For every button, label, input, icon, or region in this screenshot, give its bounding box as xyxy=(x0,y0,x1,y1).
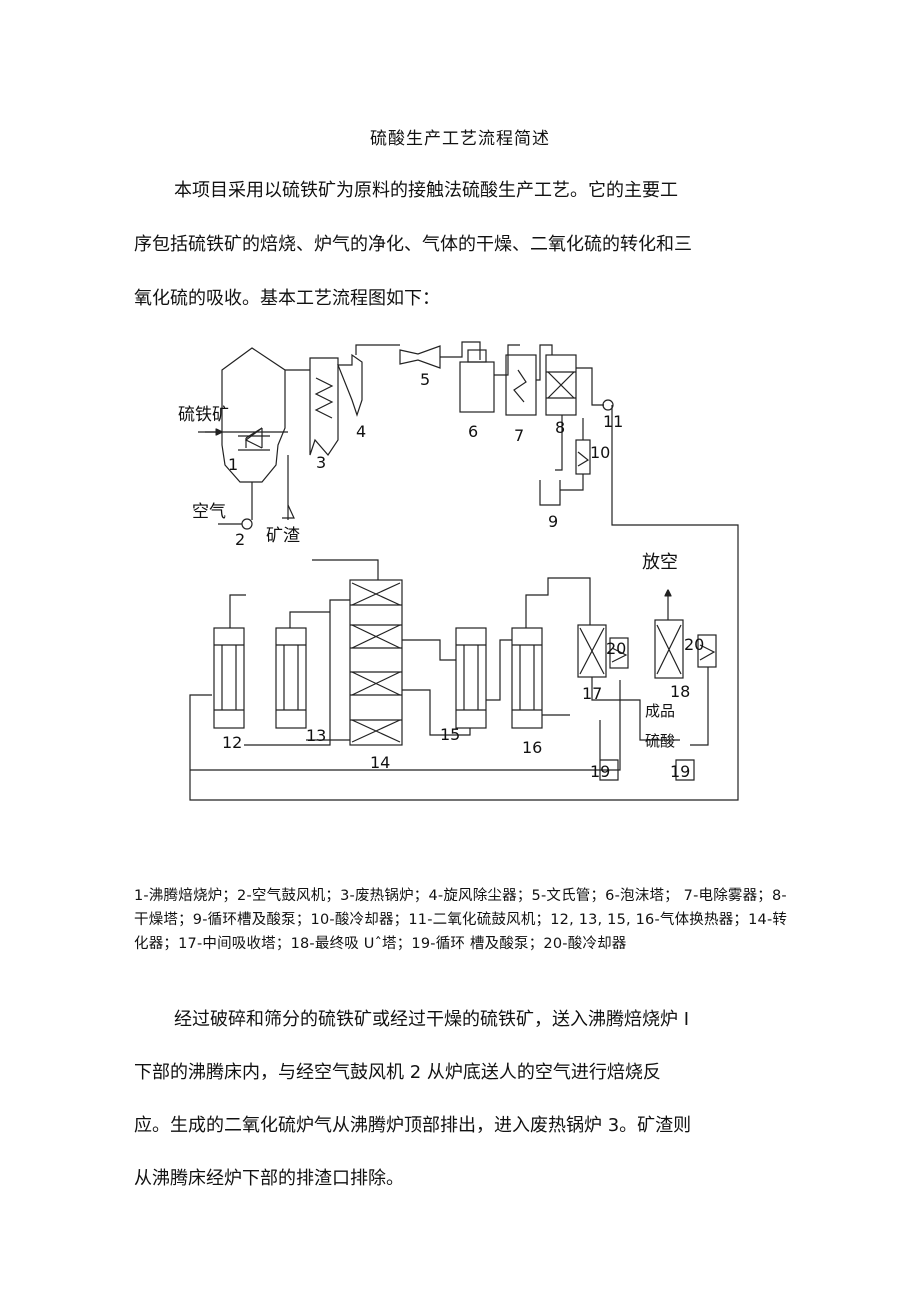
label-8: 8 xyxy=(555,418,565,437)
roaster-furnace xyxy=(198,347,295,530)
label-5: 5 xyxy=(420,370,430,389)
waste-heat-boiler xyxy=(285,357,339,456)
label-9: 9 xyxy=(548,512,558,531)
connecting-piping xyxy=(190,559,621,771)
label-10: 10 xyxy=(590,443,610,462)
venturi xyxy=(399,341,481,369)
process-paragraph: 经过破碎和筛分的硫铁矿或经过干燥的硫铁矿，送入沸腾焙烧炉 I 下部的沸腾床内，与… xyxy=(134,993,694,1205)
label-17: 17 xyxy=(582,684,602,703)
label-16: 16 xyxy=(522,738,542,757)
label-pyrite: 硫铁矿 xyxy=(178,405,229,425)
label-11: 11 xyxy=(603,412,623,431)
page-title: 硫酸生产工艺流程简述 xyxy=(370,129,550,149)
gas-return-line xyxy=(189,405,739,801)
label-3: 3 xyxy=(316,453,326,472)
label-14: 14 xyxy=(370,753,390,772)
process-flow-diagram: 1 2 3 4 5 6 7 8 9 10 11 12 13 14 15 16 1… xyxy=(178,341,739,801)
label-20a: 20 xyxy=(606,639,626,658)
circulation-tank xyxy=(539,480,561,506)
acid-cooler xyxy=(560,418,591,491)
label-product-1: 成品 xyxy=(645,702,675,720)
process-text: 经过破碎和筛分的硫铁矿或经过干燥的硫铁矿，送入沸腾焙烧炉 I 下部的沸腾床内，与… xyxy=(134,1009,692,1189)
intro-paragraph: 本项目采用以硫铁矿为原料的接触法硫酸生产工艺。它的主要工序包括硫铁矿的焙烧、炉气… xyxy=(134,164,694,326)
cyclone xyxy=(337,344,400,417)
label-7: 7 xyxy=(514,426,524,445)
label-2: 2 xyxy=(235,530,245,549)
intro-text: 本项目采用以硫铁矿为原料的接触法硫酸生产工艺。它的主要工序包括硫铁矿的焙烧、炉气… xyxy=(134,180,692,309)
label-1: 1 xyxy=(228,455,238,474)
absorption-towers xyxy=(577,600,717,781)
label-19b: 19 xyxy=(670,762,690,781)
heat-exchangers xyxy=(213,627,543,729)
label-15: 15 xyxy=(440,725,460,744)
label-product-2: 硫酸 xyxy=(645,732,675,750)
label-6: 6 xyxy=(468,422,478,441)
label-slag: 矿渣 xyxy=(266,526,300,546)
label-12: 12 xyxy=(222,733,242,752)
foam-tower xyxy=(459,344,520,413)
converter xyxy=(349,579,403,746)
drying-tower xyxy=(545,354,614,471)
label-20b: 20 xyxy=(684,635,704,654)
mist-precipitator xyxy=(505,344,553,416)
equipment-legend: 1-沸腾焙烧炉；2-空气鼓风机；3-废热锅炉；4-旋风除尘器；5-文氏管；6-泡… xyxy=(134,888,788,952)
label-4: 4 xyxy=(356,422,366,441)
label-13: 13 xyxy=(306,726,326,745)
label-19a: 19 xyxy=(590,762,610,781)
label-vent: 放空 xyxy=(642,552,678,573)
label-18: 18 xyxy=(670,682,690,701)
label-air: 空气 xyxy=(192,502,226,522)
